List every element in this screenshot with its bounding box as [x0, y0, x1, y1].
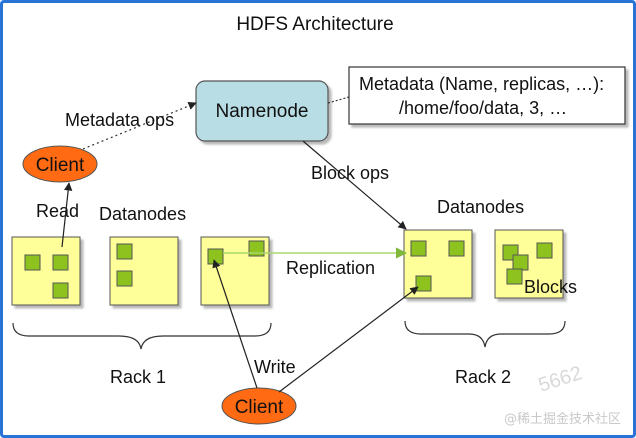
datanode-rack1-2 — [109, 236, 179, 306]
rack2-brace — [404, 320, 566, 348]
block — [24, 254, 41, 271]
block — [536, 242, 553, 259]
block — [506, 268, 523, 285]
hdfs-architecture-diagram: HDFS Architecture Metadata (Name, replic… — [11, 14, 626, 427]
namenode-label: Namenode — [216, 101, 309, 122]
block-ops-arrow — [302, 140, 407, 230]
metadata-box: Metadata (Name, replicas, …): /home/foo/… — [348, 66, 626, 125]
datanode-rack1-1 — [11, 236, 81, 306]
client-top: Client — [22, 145, 98, 183]
datanodes-left-label: Datanodes — [99, 204, 186, 224]
client-top-label: Client — [36, 155, 85, 176]
watermark-footer: @稀土掘金技术社区 — [504, 411, 621, 427]
diagram-title: HDFS Architecture — [236, 14, 393, 35]
rack2-label: Rack 2 — [455, 367, 511, 387]
block — [410, 240, 427, 257]
block — [415, 275, 432, 292]
datanode-rack2-1 — [403, 229, 473, 299]
replication-label: Replication — [286, 258, 375, 278]
block — [207, 248, 224, 265]
block — [52, 282, 69, 299]
rack1-label: Rack 1 — [110, 367, 166, 387]
rack1-brace — [12, 322, 272, 350]
client-bottom-label: Client — [235, 397, 284, 418]
block — [512, 254, 529, 271]
datanode-rack2-2 — [494, 229, 564, 299]
metadata-line-1: Metadata (Name, replicas, …): — [359, 74, 604, 94]
write-label: Write — [254, 357, 296, 377]
read-label: Read — [36, 201, 79, 221]
datanode-rack1-3 — [200, 236, 270, 306]
block-ops-label: Block ops — [311, 163, 389, 183]
write-arrow-rack1 — [212, 259, 258, 389]
metadata-ops-label: Metadata ops — [65, 110, 174, 130]
block — [52, 254, 69, 271]
block — [448, 240, 465, 257]
metadata-ops-arrow — [82, 101, 197, 150]
block — [116, 270, 133, 287]
read-arrow — [61, 182, 73, 248]
datanodes-right-label: Datanodes — [437, 197, 524, 217]
watermark-corner: 5662 — [536, 362, 585, 397]
namenode: Namenode — [195, 80, 329, 142]
blocks-label: Blocks — [524, 277, 577, 297]
namenode-metadata-connector — [327, 96, 350, 104]
metadata-line-2: /home/foo/data, 3, … — [399, 98, 567, 118]
client-bottom: Client — [221, 387, 297, 425]
block — [116, 243, 133, 260]
write-arrow-rack2 — [278, 286, 419, 393]
